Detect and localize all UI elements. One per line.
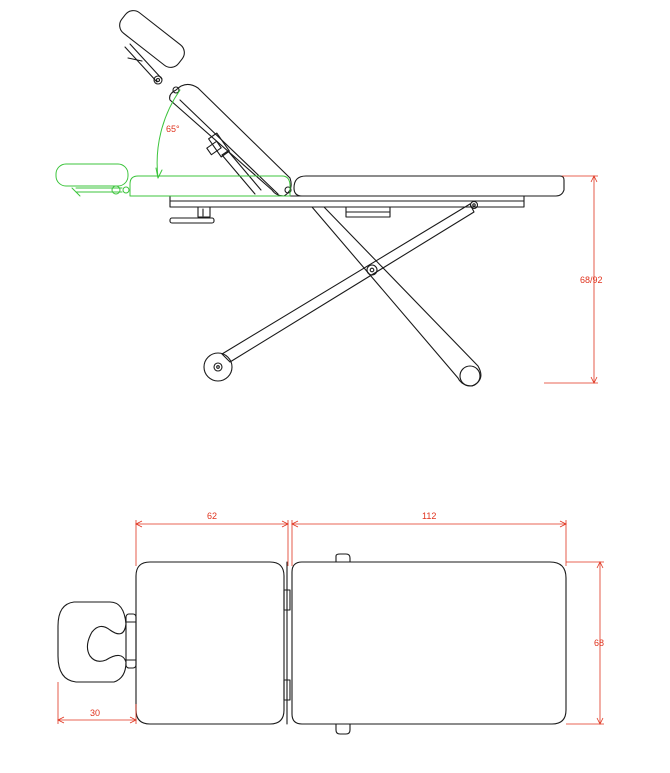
top-view: [57, 553, 567, 735]
alternate-flat-position: [55, 89, 291, 197]
width-label: 68: [594, 638, 604, 648]
headrest-length-label: 30: [90, 708, 100, 718]
gas-spring: [206, 132, 262, 195]
angle-label: 65°: [166, 124, 180, 134]
scissor-leg-foot: [311, 206, 482, 387]
flat-headrest-outline: [55, 163, 129, 187]
angle-arc: [156, 89, 181, 179]
angle-arrow: [155, 167, 163, 179]
height-range-label: 68/92: [580, 275, 603, 285]
motor-box: [345, 206, 391, 218]
raised-headrest: [119, 10, 185, 94]
lock-lever: [169, 206, 215, 224]
main-length-label: 112: [422, 511, 436, 521]
backrest-section-top: [135, 561, 285, 725]
side-view: [119, 10, 565, 387]
main-seat-cushion: [293, 175, 565, 197]
side-dimensions: [544, 175, 598, 384]
top-dimensions: [57, 520, 604, 725]
backrest-length-label: 62: [207, 511, 217, 521]
main-section-top: [291, 561, 567, 725]
scissor-leg-with-wheel: [203, 203, 475, 382]
flat-backrest-outline: [129, 175, 291, 197]
face-cradle: [57, 601, 137, 683]
scissor-pivot: [366, 264, 378, 276]
raised-backrest: [169, 83, 292, 197]
hinges: [283, 561, 291, 725]
side-handles: [335, 553, 351, 735]
